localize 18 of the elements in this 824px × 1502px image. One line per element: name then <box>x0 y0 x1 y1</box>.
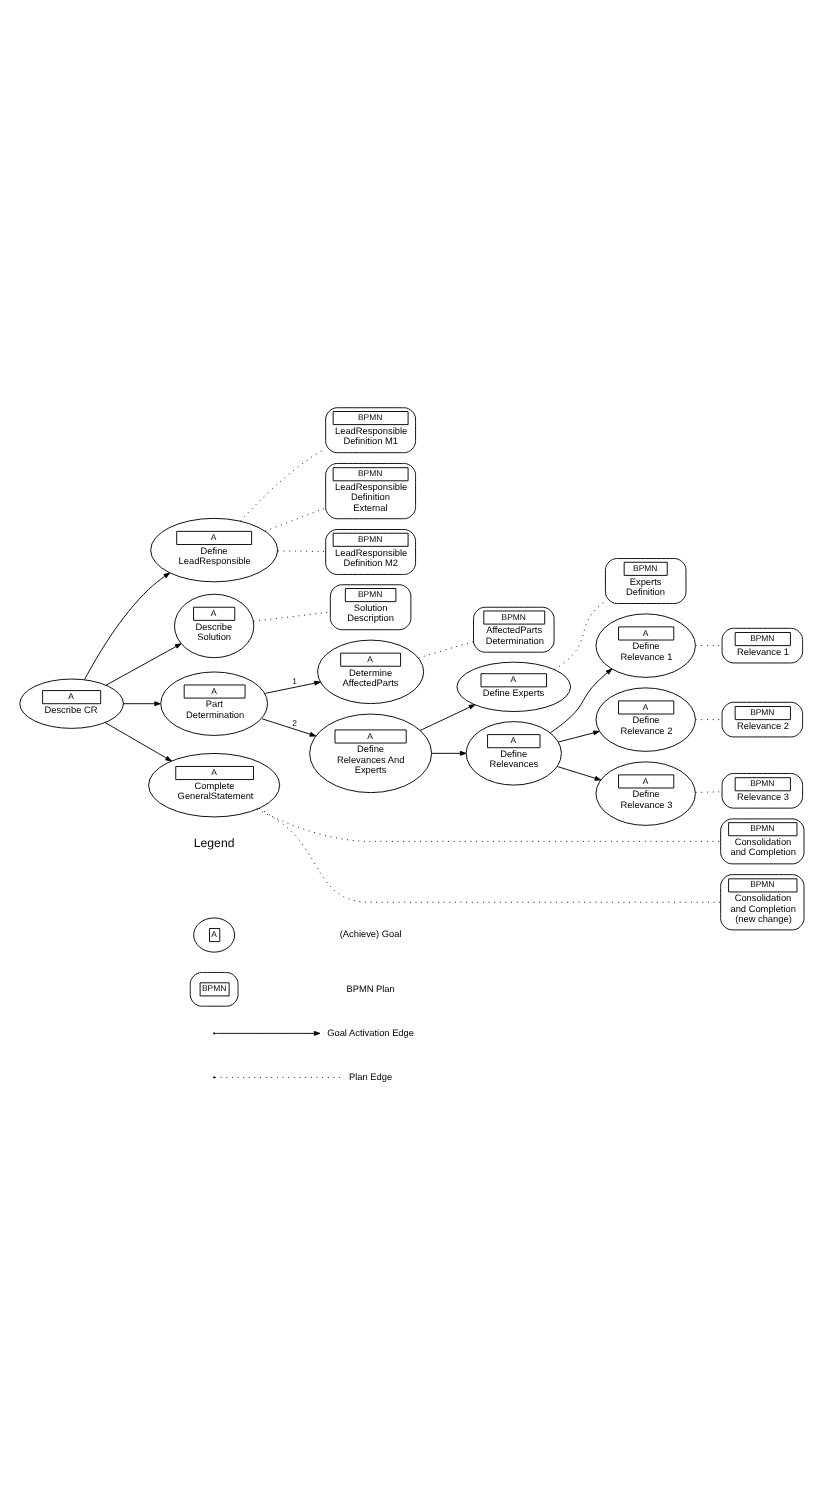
arrow <box>419 704 476 731</box>
arrow <box>122 701 161 707</box>
connector <box>695 791 723 793</box>
arrow <box>431 750 467 756</box>
arrow <box>261 718 317 737</box>
arrow <box>556 766 602 781</box>
connector <box>695 645 723 647</box>
arrow <box>84 572 171 681</box>
arrow <box>104 722 172 762</box>
arrow <box>557 730 600 743</box>
arrow <box>105 643 182 686</box>
connector <box>253 611 331 622</box>
connector <box>554 600 606 670</box>
arrow <box>550 668 613 734</box>
connector <box>695 719 723 721</box>
connector <box>239 448 326 522</box>
connector <box>264 507 326 532</box>
arrow <box>264 680 321 694</box>
